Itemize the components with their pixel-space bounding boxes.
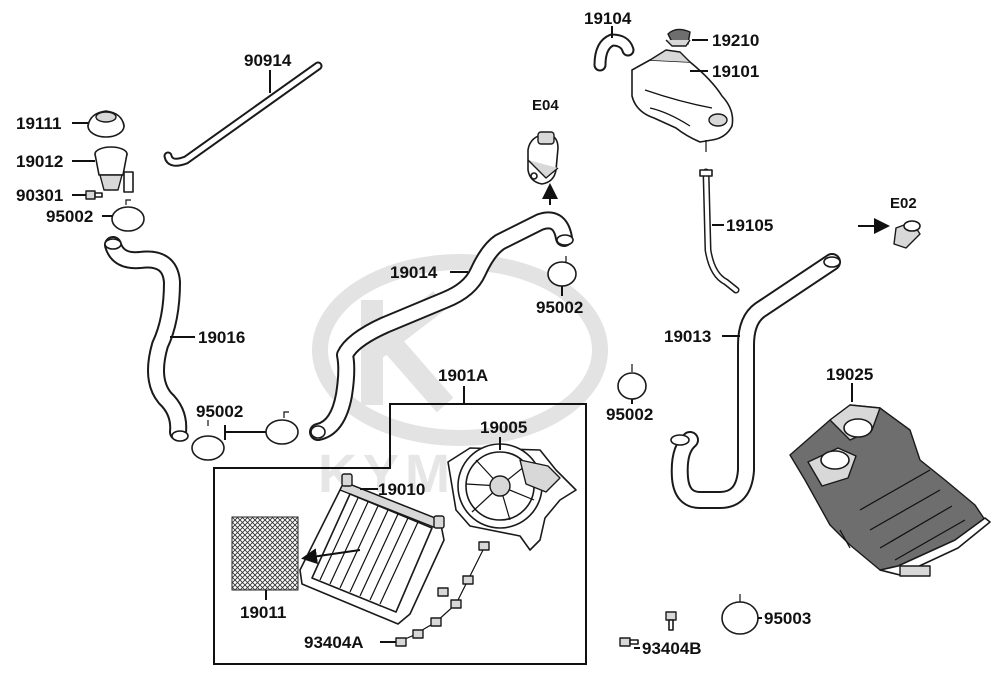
part-19104-hose [593,33,635,72]
label-95003: 95003 [764,609,811,628]
label-95002-c: 95002 [536,298,583,317]
label-19025: 19025 [826,365,873,384]
assembly-1901a-box [213,403,587,665]
part-19105-hose [699,168,740,294]
label-19210: 19210 [712,31,759,50]
label-1901a: 1901A [438,366,488,385]
label-19016: 19016 [198,328,245,347]
label-93404b: 93404B [642,639,702,658]
label-19014: 19014 [390,263,438,282]
label-19111: 19111 [16,114,61,133]
label-19012: 19012 [16,152,63,171]
label-19010: 19010 [378,480,425,499]
arrow-19011 [301,548,361,565]
part-95002-clamp-c [547,256,577,287]
label-19105: 19105 [726,216,773,235]
part-19111-cap [87,110,125,138]
part-95002-clamp-b [191,411,299,461]
part-93404a-bolts [395,541,490,647]
label-19005: 19005 [480,418,527,437]
part-19013-hose [670,253,841,509]
part-19011-mesh [231,516,299,591]
part-90914-tube [163,61,323,167]
label-19101: 19101 [712,62,759,81]
part-19005-fan [447,443,577,551]
part-19012-filler-neck [94,146,134,193]
part-19016-hose [104,236,189,442]
label-95002-b: 95002 [196,402,243,421]
part-90301-screw [85,190,103,200]
part-e02-fitting [893,220,921,249]
label-95002-d: 95002 [606,405,653,424]
part-93404b-bolts [619,611,677,647]
part-e04-housing [527,131,559,185]
part-19210-cap [665,28,691,47]
label-19013: 19013 [664,327,711,346]
part-95003-clamp [721,594,759,635]
part-19014-hose [309,211,574,441]
label-19011: 19011 [240,603,286,622]
label-19104: 19104 [584,9,632,28]
label-e04: E04 [532,97,559,114]
part-95002-clamp-d [617,364,647,400]
part-19025-cover [789,404,991,577]
part-19101-reservoir [631,49,734,152]
label-93404a: 93404A [304,633,364,652]
part-19010-radiator [299,473,445,625]
label-e02: E02 [890,195,917,212]
part-95002-clamp-a [111,199,145,232]
label-90301: 90301 [16,186,63,205]
label-95002-a: 95002 [46,207,93,226]
label-90914: 90914 [244,51,292,70]
